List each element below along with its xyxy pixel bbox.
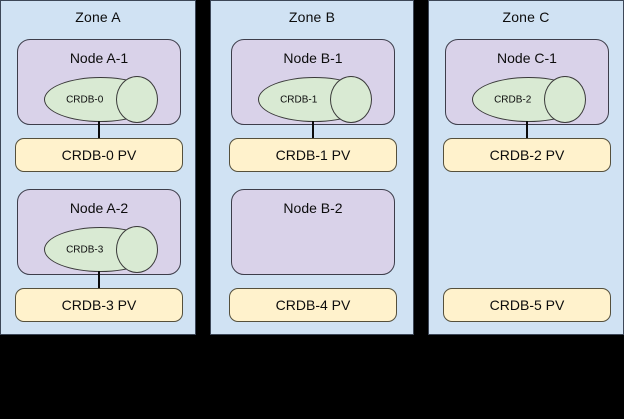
zone-b-title: Zone B xyxy=(288,9,336,25)
connector-crdb-2-to-pv xyxy=(526,121,528,139)
pv-crdb-3[interactable]: CRDB-3 PV xyxy=(15,288,183,322)
pv-crdb-0[interactable]: CRDB-0 PV xyxy=(15,138,183,172)
database-crdb-0-label: CRDB-0 xyxy=(66,94,104,105)
database-crdb-3-label: CRDB-3 xyxy=(66,244,104,255)
node-c-1[interactable]: Node C-1 CRDB-2 xyxy=(445,39,609,125)
cylinder-cap xyxy=(330,76,372,123)
pv-crdb-4[interactable]: CRDB-4 PV xyxy=(229,288,397,322)
database-crdb-1[interactable]: CRDB-1 xyxy=(258,76,372,123)
node-b-2-title: Node B-2 xyxy=(283,200,343,216)
cylinder-cap xyxy=(116,226,158,273)
zone-a-panel[interactable]: Zone A Node A-1 CRDB-0 CRDB-0 PV Node A-… xyxy=(0,0,196,335)
node-a-2-title: Node A-2 xyxy=(69,200,129,216)
node-c-1-title: Node C-1 xyxy=(497,50,557,66)
node-b-2[interactable]: Node B-2 xyxy=(231,189,395,275)
zone-a-title: Zone A xyxy=(75,9,121,25)
database-crdb-2[interactable]: CRDB-2 xyxy=(472,76,586,123)
node-a-2[interactable]: Node A-2 CRDB-3 xyxy=(17,189,181,275)
connector-crdb-3-to-pv xyxy=(98,271,100,289)
connector-crdb-1-to-pv xyxy=(312,121,314,139)
database-crdb-0[interactable]: CRDB-0 xyxy=(44,76,158,123)
node-a-1-title: Node A-1 xyxy=(69,50,129,66)
cylinder-cap xyxy=(544,76,586,123)
connector-crdb-0-to-pv xyxy=(98,121,100,139)
database-crdb-2-label: CRDB-2 xyxy=(494,94,532,105)
database-crdb-3[interactable]: CRDB-3 xyxy=(44,226,158,273)
pv-crdb-1[interactable]: CRDB-1 PV xyxy=(229,138,397,172)
cylinder-cap xyxy=(116,76,158,123)
pv-crdb-2[interactable]: CRDB-2 PV xyxy=(443,138,611,172)
zone-b-panel[interactable]: Zone B Node B-1 CRDB-1 CRDB-1 PV Node B-… xyxy=(210,0,414,335)
database-crdb-1-label: CRDB-1 xyxy=(280,94,318,105)
node-a-1[interactable]: Node A-1 CRDB-0 xyxy=(17,39,181,125)
node-b-1-title: Node B-1 xyxy=(283,50,343,66)
node-b-1[interactable]: Node B-1 CRDB-1 xyxy=(231,39,395,125)
pv-crdb-5[interactable]: CRDB-5 PV xyxy=(443,288,611,322)
zone-c-title: Zone C xyxy=(502,9,550,25)
zone-c-panel[interactable]: Zone C Node C-1 CRDB-2 CRDB-2 PV CRDB-5 … xyxy=(428,0,624,335)
